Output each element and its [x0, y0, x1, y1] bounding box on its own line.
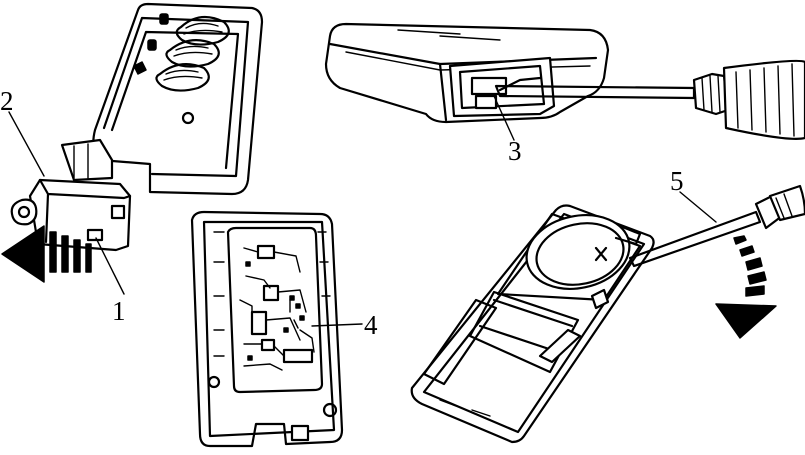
- key-fob-side-view: [324, 22, 610, 124]
- leader-line-1: [95, 237, 125, 295]
- callout-3: 3: [508, 136, 522, 166]
- panel-open-case-circuit: 4: [190, 210, 378, 448]
- rotation-arrow: [715, 235, 777, 339]
- panel-remove-mechanical-key: 1 2: [0, 2, 264, 326]
- pull-direction-arrow: [1, 225, 92, 283]
- callout-1: 1: [112, 296, 126, 326]
- callout-4: 4: [364, 310, 378, 340]
- key-fob-body: [92, 2, 264, 196]
- leader-line-3: [493, 95, 515, 141]
- fob-buttons: [133, 13, 230, 125]
- callout-5: 5: [670, 166, 684, 196]
- screwdriver: [494, 59, 805, 140]
- panel-pry-open-case: 3: [324, 22, 805, 166]
- leader-line-2: [8, 111, 45, 177]
- leader-line-4: [311, 323, 363, 327]
- callout-2: 2: [0, 86, 14, 116]
- coin-cell-battery: [525, 214, 642, 310]
- panel-remove-battery: 5: [410, 166, 805, 444]
- circuit-board: [226, 226, 324, 394]
- leader-line-5: [679, 191, 717, 223]
- flathead-screwdriver: [628, 184, 805, 268]
